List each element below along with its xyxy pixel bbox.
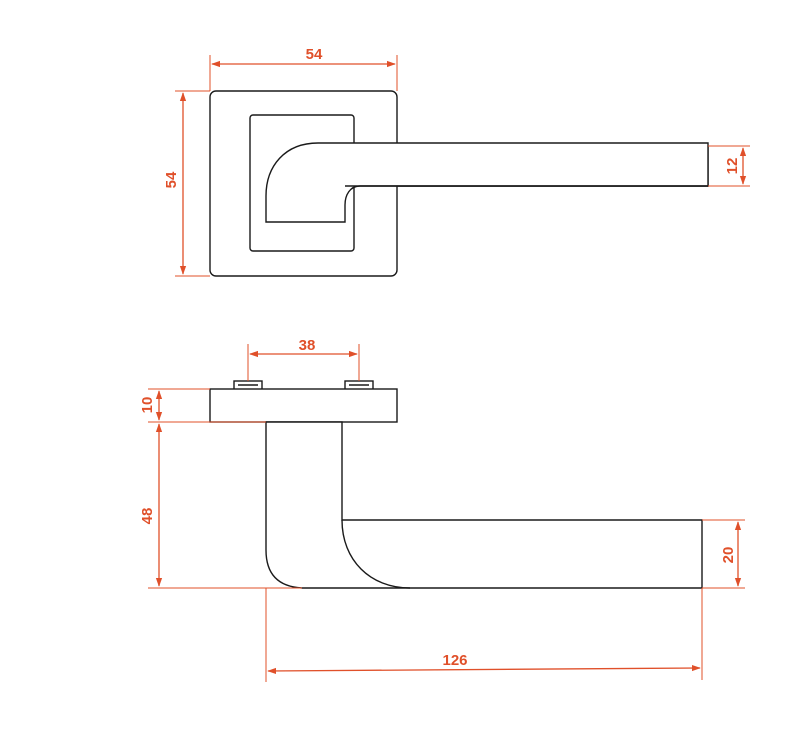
dimension-label-lever-thickness-side: 20: [720, 547, 737, 564]
lever-inner-curve: [341, 519, 411, 589]
dimension-screw-spacing: 38: [247, 337, 360, 381]
dimension-label-neck-height: 48: [139, 508, 156, 525]
side-view: [209, 380, 703, 589]
dimension-lever-length: 126: [265, 588, 703, 682]
dimension-lever-thickness-top: 12: [708, 145, 750, 187]
lever-neck-top: [265, 142, 709, 223]
dimension-label-lever-length: 126: [442, 652, 467, 669]
dimension-rose-width: 54: [209, 46, 398, 91]
dimension-label-rose-width: 54: [306, 46, 323, 63]
dimension-label-lever-thickness-top: 12: [724, 158, 741, 175]
rose-plate-side: [209, 388, 398, 423]
dimension-rose-depth: 10: [139, 388, 266, 423]
dimension-lever-thickness-side: 20: [702, 519, 745, 589]
dimension-label-rose-depth: 10: [139, 397, 156, 414]
lever-side-profile: [265, 421, 703, 589]
dimension-label-screw-spacing: 38: [299, 337, 316, 354]
dimension-rose-height: 54: [163, 90, 210, 277]
dimension-neck-height: 48: [139, 423, 302, 589]
dimension-label-rose-height: 54: [163, 171, 180, 188]
top-view: [209, 90, 709, 277]
